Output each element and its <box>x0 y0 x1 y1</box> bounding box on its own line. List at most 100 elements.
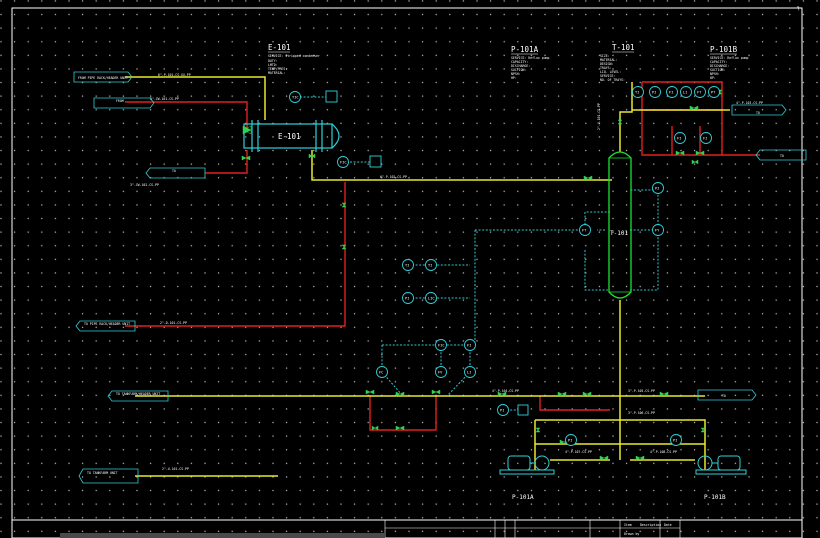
valve <box>431 389 441 395</box>
p101a-spec-2: SUCTION: <box>511 68 526 72</box>
offpage-cw-out: TO <box>145 167 206 179</box>
line-no-cw-return: 3"-CW-102-CS-PP <box>130 183 159 187</box>
instrument-pump-b: PI <box>670 434 682 446</box>
instrument-col-2: FY <box>652 224 664 236</box>
line-no-utility-low: 2"-U-101-CS-PP <box>162 467 189 471</box>
instrument-top-2: PI <box>649 86 661 98</box>
instrument-col-3: PI <box>652 182 664 194</box>
instrument-right-2-label: FI <box>703 137 707 141</box>
line-no-cw-supply: 3"-CW-101-CS-PP <box>150 97 179 101</box>
pump-p101b <box>695 455 747 475</box>
title-block-drawn: Drawn by <box>624 532 639 536</box>
valve <box>695 150 705 156</box>
line-no-product: 3"-P-105-CS-PP <box>628 389 655 393</box>
instrument-pi-disc-label: PI <box>500 409 504 413</box>
instrument-fc-b-label: FV <box>438 371 443 375</box>
instrument-top-4-label: LI <box>683 91 687 95</box>
t101-spec-4: LIQ. LEVEL: <box>600 70 621 74</box>
instrument-right-1-label: FI <box>677 137 681 141</box>
instrument-fic-cond: FIC <box>337 156 349 168</box>
line-no-pump-out: 3"-P-106-CS-PP <box>628 411 655 415</box>
instrument-li-b-label: LI <box>467 371 471 375</box>
instrument-top-3: FI <box>666 86 678 98</box>
valve <box>371 425 379 431</box>
valve <box>365 389 375 395</box>
t101-spec-6: NO. OF TRAYS: <box>600 78 625 82</box>
e101-spec-lmtd: LMTD: <box>268 63 278 67</box>
instrument-top-3-label: FI <box>669 91 673 95</box>
instrument-fic-cond-label: FIC <box>340 161 347 165</box>
instrument-pump-a-label: PI <box>568 439 572 443</box>
valve <box>557 391 567 397</box>
line-no-suction-a: 4"-P-107-CS-PP <box>565 450 592 454</box>
pump-p101a <box>499 455 555 475</box>
instrument-col-3-label: PI <box>655 187 659 191</box>
offpage-to-tank: TO TANKFARM/HEADER UNIT <box>107 390 169 402</box>
valve <box>689 105 699 111</box>
instrument-fc-a: FC <box>376 366 388 378</box>
offpage-feed-in-label: FROM PIPE RACK/HEADER UNIT <box>78 76 128 80</box>
instrument-pi-a-label: PI <box>405 297 409 301</box>
p101b-spec-3: NPSH: <box>710 72 720 76</box>
valve <box>635 455 645 461</box>
instrument-col-2-label: FY <box>655 229 660 233</box>
offpage-to-storage: TO PIPE RACK/HEADER UNIT <box>75 320 136 332</box>
instrument-fc-a-label: FC <box>379 371 383 375</box>
drawing-frame <box>11 7 803 538</box>
e101-spec-material: MATERIAL: <box>268 71 285 75</box>
line-no-reflux: 4"-P-103-CS-PP <box>736 101 763 105</box>
column-t101 <box>608 151 632 299</box>
corner-mark: ┐ <box>796 4 801 11</box>
valve <box>700 427 706 433</box>
offpage-cw-out-label: TO <box>172 169 176 173</box>
valve <box>617 119 623 125</box>
valve <box>582 391 592 397</box>
p101a-spec-1: DISCHARGE: <box>511 64 530 68</box>
offpage-right-top-label: TO <box>756 111 760 115</box>
valve <box>341 244 347 250</box>
valve <box>395 425 405 431</box>
instrument-bubbles: TIC FIC TI TI PI LIC FIC FI FC FV LI PI … <box>289 86 720 446</box>
p101b-spec-1: DISCHARGE: <box>710 64 729 68</box>
line-no-feed: 6"-P-101-CS-XX-PP <box>158 73 191 77</box>
instrument-col-1-label: FT <box>582 229 587 233</box>
p101a-service: SERVICE: Reflux pump <box>511 56 549 60</box>
valve <box>675 150 685 156</box>
offpage-cw-in-label: FROM <box>116 99 124 103</box>
line-no-suction-b: 4"-P-108-CS-PP <box>650 450 677 454</box>
instrument-li-a-label: LIC <box>428 297 435 301</box>
instrument-fi-a: FIC <box>435 339 447 351</box>
title-block-date: Date <box>664 523 672 527</box>
line-no-vent: 2"-V-101-CS-PP <box>597 103 601 130</box>
p101b-label: P-101B <box>704 494 726 501</box>
instrument-fi-a-label: FIC <box>438 344 445 348</box>
instrument-fc-b: FV <box>435 366 447 378</box>
instrument-pi-a: PI <box>402 292 414 304</box>
instrument-top-6-label: PT <box>711 91 716 95</box>
offpage-right-low: TO <box>697 389 757 401</box>
offpage-to-storage-label: TO PIPE RACK/HEADER UNIT <box>84 322 130 326</box>
t101-spec-0: SIZE: <box>600 54 610 58</box>
instrument-right-1: FI <box>674 132 686 144</box>
instrument-li-b: LI <box>464 366 476 378</box>
valve <box>395 391 405 397</box>
valve <box>659 391 669 397</box>
p101b-spec-2: SUCTION: <box>710 68 725 72</box>
instrument-pump-a: PI <box>565 434 577 446</box>
instrument-pump-b-label: PI <box>673 439 677 443</box>
title-block-item: Item <box>624 523 632 527</box>
instrument-right-2: FI <box>700 132 712 144</box>
p101b-spec-4: HP: <box>710 76 716 80</box>
p101b-spec-0: CAPACITY: <box>710 60 727 64</box>
t101-label: T-101 <box>610 230 628 237</box>
e101-tag: E-101 <box>268 43 291 52</box>
valve <box>691 159 699 165</box>
valve <box>242 125 252 135</box>
offpage-right-top: TO <box>731 104 787 116</box>
e101-spec-temp: TEMP/PRES: <box>268 67 287 71</box>
line-no-overhead: 6"-P-102-CS-PP <box>380 175 407 179</box>
process-lines <box>125 76 730 477</box>
instrument-li-a: LIC <box>425 292 437 304</box>
p101a-label: P-101A <box>512 494 534 501</box>
